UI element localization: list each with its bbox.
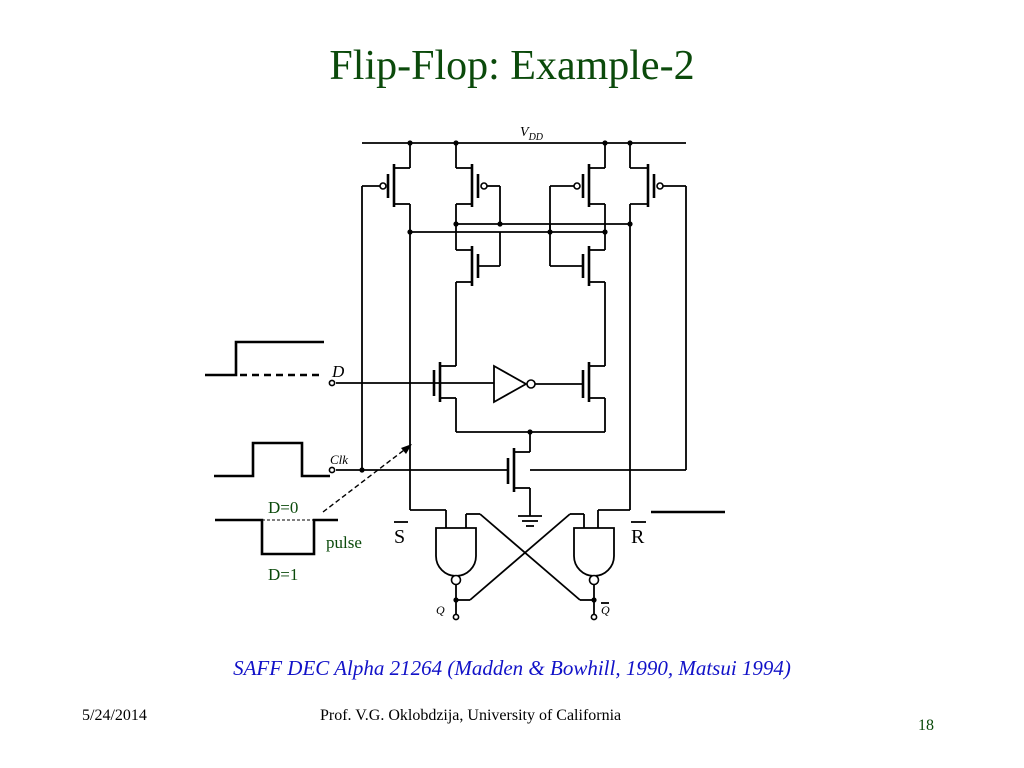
pmos-precharge-left — [362, 143, 411, 478]
clk-waveform — [214, 441, 330, 478]
vdd-label: VDD — [520, 125, 544, 143]
footer-author: Prof. V.G. Oklobdzija, University of Cal… — [320, 707, 622, 724]
nmos-input-dbar — [581, 362, 606, 432]
d-zero-label: D=0 — [268, 498, 298, 517]
pmos-precharge-right — [629, 143, 687, 510]
footer-date: 5/24/2014 — [82, 707, 147, 724]
d-waveform — [205, 340, 324, 377]
clk-input-label: Clk — [330, 452, 348, 467]
s-output-label: S — [394, 526, 405, 548]
q-output-label: Q — [436, 603, 445, 617]
page-number: 18 — [918, 717, 934, 734]
pmos-cross-left — [455, 143, 501, 250]
nmos-clock-tail — [336, 448, 686, 527]
pulse-label: pulse — [326, 533, 362, 552]
pulse-waveform — [215, 518, 338, 556]
d-terminal — [328, 379, 336, 387]
vdd-rail — [362, 140, 686, 146]
pmos-cross-right — [549, 143, 606, 232]
nmos-input-d — [336, 362, 457, 432]
d-one-label: D=1 — [268, 565, 298, 584]
pulse-arrow — [322, 444, 412, 513]
clk-terminal — [328, 466, 336, 474]
tail-node — [456, 429, 605, 452]
r-output-label: R — [631, 526, 645, 548]
sr-latch — [409, 478, 630, 621]
d-input-label: D — [331, 362, 345, 381]
slide-caption: SAFF DEC Alpha 21264 (Madden & Bowhill, … — [233, 656, 791, 680]
slide-title: Flip-Flop: Example-2 — [329, 43, 695, 89]
nmos-cross-right — [549, 224, 606, 366]
nmos-cross-left — [455, 232, 501, 366]
inverter — [434, 364, 583, 404]
cross-coupling-nets — [407, 204, 633, 250]
qbar-output-label: Q — [601, 603, 610, 617]
